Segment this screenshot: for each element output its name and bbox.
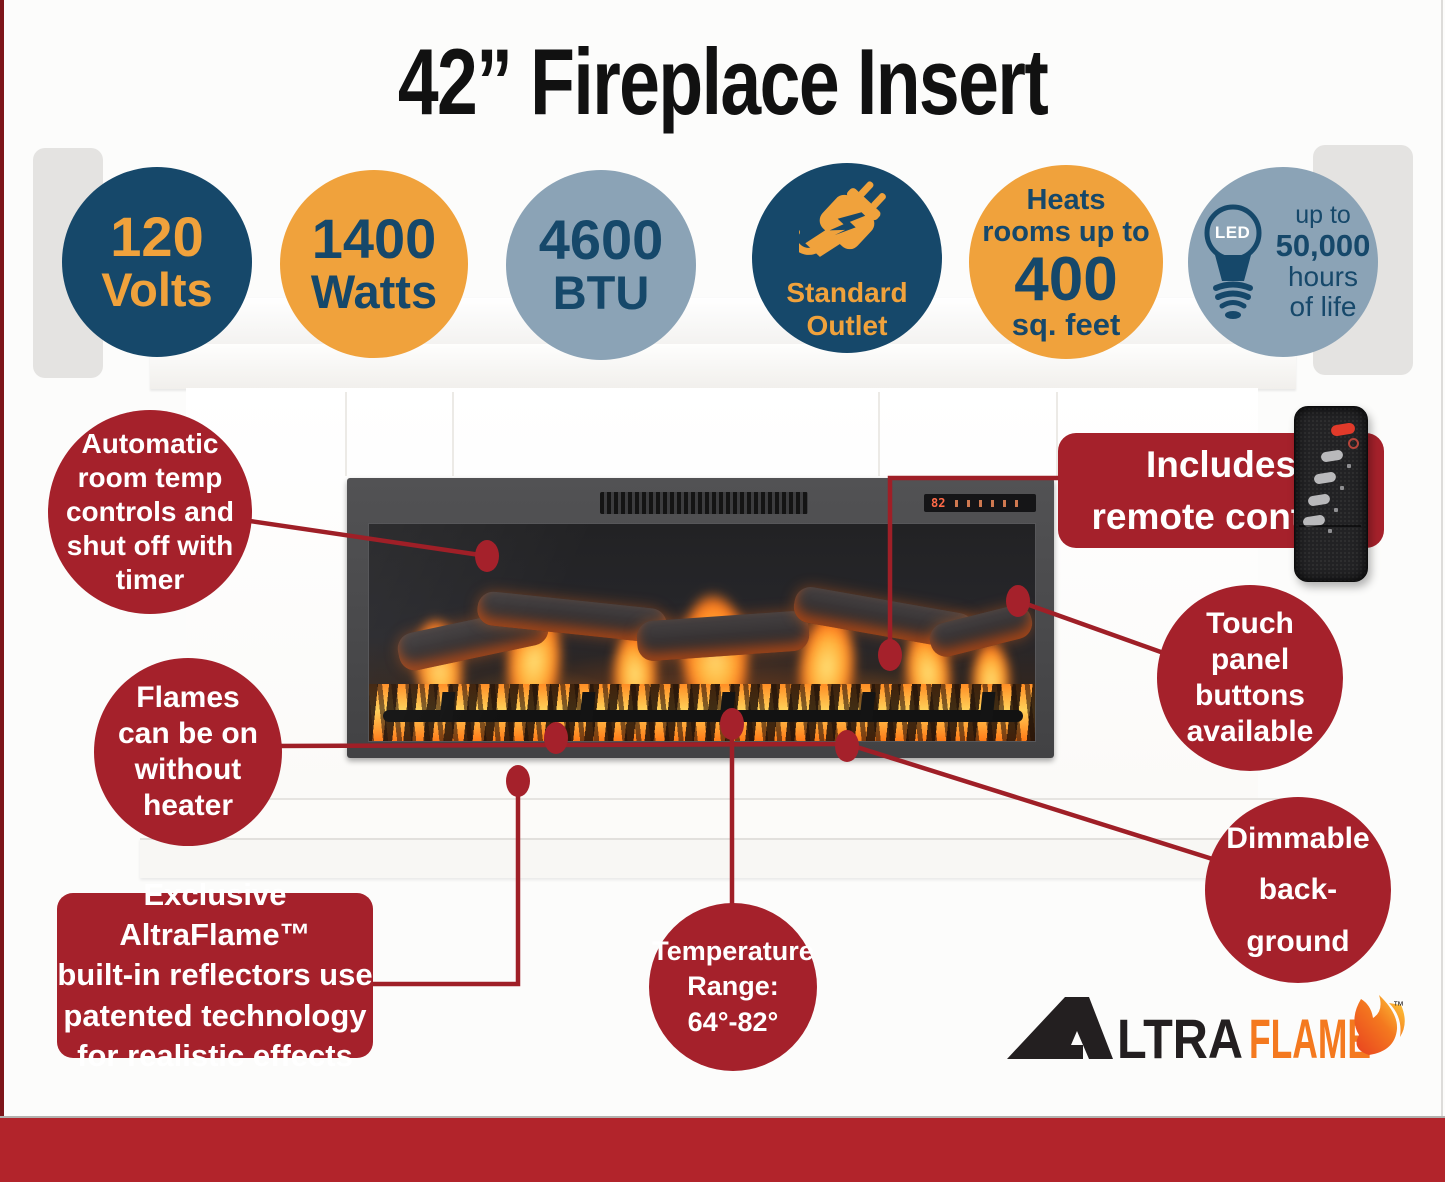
logo-ltra: LTRA xyxy=(1117,1007,1243,1070)
remote-button xyxy=(1307,493,1331,507)
remote-seam xyxy=(1299,525,1361,527)
badge-outlet: Standard Outlet xyxy=(752,163,942,353)
watts-label: Watts xyxy=(310,265,438,319)
remote-button xyxy=(1320,449,1344,463)
glass-reflection xyxy=(369,524,1035,741)
btu-label: BTU xyxy=(552,266,650,320)
heats-value: 400 xyxy=(1014,244,1118,314)
badge-watts: 1400 Watts xyxy=(280,170,468,358)
temperature-readout: 82 xyxy=(931,496,946,510)
badge-led: LED up to 50,000 hours of life xyxy=(1188,167,1378,357)
callout-flames-without-heater: Flames can be on without heater xyxy=(94,658,282,846)
mantel-molding xyxy=(452,392,454,476)
logo-tm: ™ xyxy=(1393,1000,1404,1012)
watts-value: 1400 xyxy=(311,207,437,271)
remote-button xyxy=(1313,471,1337,485)
heater-vent xyxy=(600,492,808,514)
altraflame-logo: LTRA FLAME ™ xyxy=(1007,995,1405,1070)
callout-temperature-range: Temperature Range: 64°-82° xyxy=(649,903,817,1071)
callout-dimmable-background: Dimmable back- ground xyxy=(1205,797,1391,983)
volts-value: 120 xyxy=(110,205,204,269)
right-edge-line xyxy=(1441,0,1443,1116)
touch-controls-icons xyxy=(955,499,1028,507)
remote-power-button xyxy=(1330,422,1356,437)
callout-touch-panel: Touch panel buttons available xyxy=(1157,585,1343,771)
mantel-base-lower xyxy=(140,838,1306,878)
logo-flame-icon xyxy=(1354,995,1405,1055)
callout-reflectors: Exclusive AltraFlame™ built-in reflector… xyxy=(57,876,373,1073)
control-display: 82 xyxy=(924,494,1036,512)
remote-control-image xyxy=(1294,406,1368,582)
mantel-shelf-lower xyxy=(150,344,1296,389)
badge-btu: 4600 BTU xyxy=(506,170,696,360)
callout-auto-shutoff: Automatic room temp controls and shut of… xyxy=(48,410,252,614)
badge-heats: Heats rooms up to 400 sq. feet xyxy=(969,165,1163,359)
mantel-molding xyxy=(1056,392,1058,476)
mantel-base-upper xyxy=(162,798,1284,842)
firebox xyxy=(368,523,1036,742)
remote-power-led xyxy=(1348,438,1359,449)
plug-icon xyxy=(790,174,895,275)
mantel-molding xyxy=(878,392,880,476)
footer-bar xyxy=(0,1116,1445,1182)
page-title: 42” Fireplace Insert xyxy=(397,29,1049,134)
outlet-label: Standard Outlet xyxy=(786,277,908,341)
led-icon-label: LED xyxy=(1214,223,1251,242)
mantel-molding xyxy=(345,392,347,476)
btu-value: 4600 xyxy=(538,208,664,272)
heats-intro: Heats rooms up to xyxy=(982,183,1150,249)
left-edge-strip xyxy=(0,0,4,1116)
logo-flame: FLAME xyxy=(1249,1007,1371,1070)
volts-label: Volts xyxy=(101,263,213,317)
badge-volts: 120 Volts xyxy=(62,167,252,357)
led-text: up to 50,000 hours of life xyxy=(1275,200,1371,323)
led-bulb-icon: LED xyxy=(1196,203,1270,321)
heats-unit: sq. feet xyxy=(1011,307,1121,343)
logo-big-a xyxy=(1007,997,1113,1059)
